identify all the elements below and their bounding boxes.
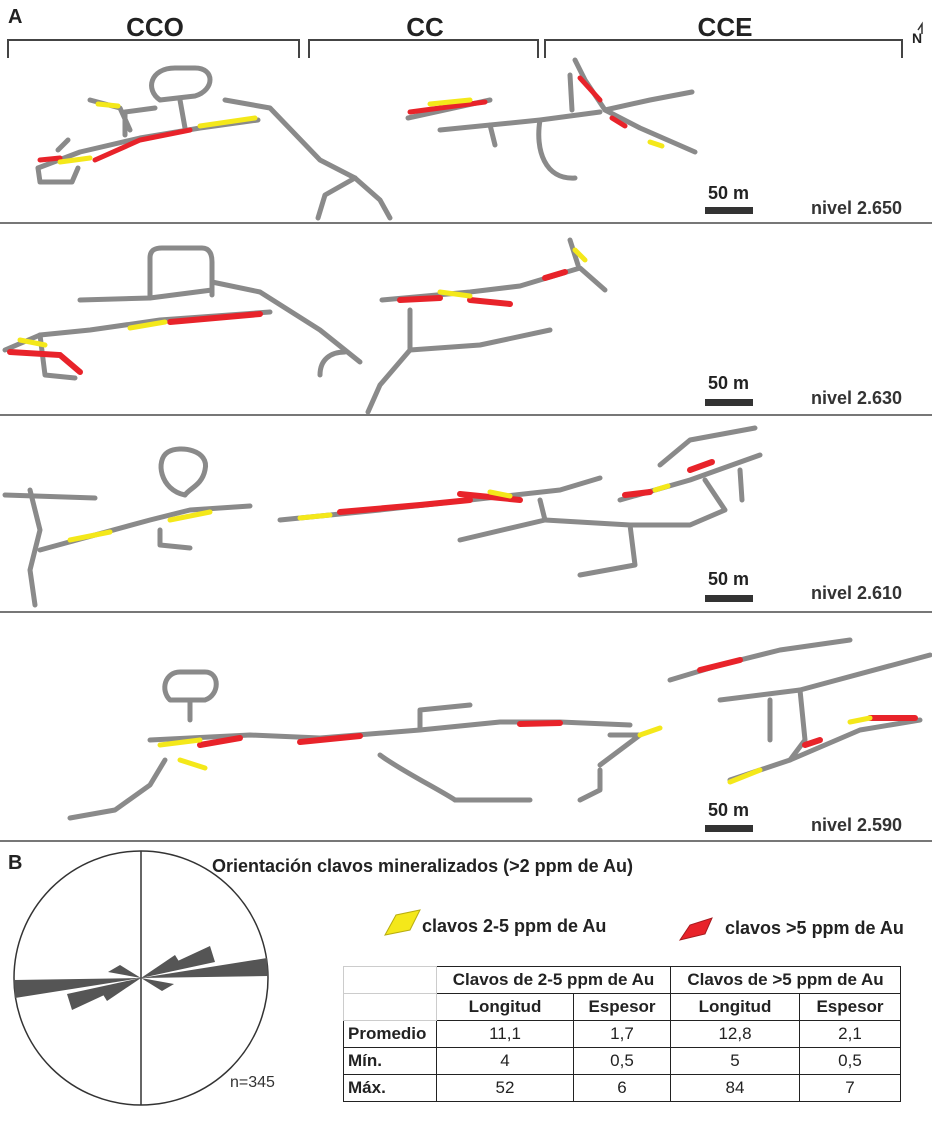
table-cell: 2,1 [799, 1020, 901, 1048]
table-empty-cell [343, 966, 437, 994]
table-cell: 52 [436, 1074, 574, 1102]
legend-red-swatch-icon [678, 917, 713, 941]
sector-label-cce: CCE [697, 12, 753, 42]
level-label-2590: nivel 2.590 [811, 815, 903, 835]
north-arrow-icon [917, 21, 923, 34]
table-cell: 4 [436, 1047, 574, 1075]
clavos-yellow-level-2650 [57, 97, 665, 165]
level-divider [0, 222, 932, 224]
scale-bar-2610 [705, 595, 753, 602]
table-cell: 12,8 [670, 1020, 800, 1048]
scale-bar-2630 [705, 399, 753, 406]
north-arrow-label: N [912, 30, 923, 46]
table-sub-header: Longitud [670, 993, 800, 1021]
clavos-red-level-2630 [7, 269, 568, 375]
table-cell: 7 [799, 1074, 901, 1102]
table-cell: 0,5 [799, 1047, 901, 1075]
clavos-red-level-2590 [197, 657, 918, 748]
scale-label-2650: 50 m [708, 183, 750, 203]
tunnels-level-2630 [2, 237, 608, 415]
table-sub-header: Espesor [573, 993, 671, 1021]
table-cell: 1,7 [573, 1020, 671, 1048]
level-label-2650: nivel 2.650 [811, 198, 903, 218]
legend-red-label: clavos >5 ppm de Au [725, 918, 904, 938]
rose-title: Orientación clavos mineralizados (>2 ppm… [212, 856, 633, 876]
table-cell: 11,1 [436, 1020, 574, 1048]
scale-bar-2650 [705, 207, 753, 214]
panel-divider [0, 840, 932, 842]
legend-yellow-swatch-icon [384, 909, 421, 936]
clavos-yellow-level-2590 [157, 715, 873, 785]
table-cell: 5 [670, 1047, 800, 1075]
table-cell: 0,5 [573, 1047, 671, 1075]
table-group-header: Clavos de 2-5 ppm de Au [436, 966, 671, 994]
table-sub-header: Espesor [799, 993, 901, 1021]
scale-label-2610: 50 m [708, 569, 750, 589]
tunnels-level-2610 [2, 425, 763, 608]
clavos-red-level-2610 [337, 459, 715, 515]
sector-label-cc: CC [406, 12, 444, 42]
clavos-red-level-2650 [37, 75, 628, 163]
table-empty-cell [343, 993, 437, 1021]
sector-brackets [7, 39, 903, 58]
level-label-2610: nivel 2.610 [811, 583, 903, 603]
scale-label-2630: 50 m [708, 373, 750, 393]
rose-diagram [13, 850, 269, 1106]
rose-petals [14, 946, 268, 1010]
table-row-label: Mín. [343, 1047, 437, 1075]
level-label-2630: nivel 2.630 [811, 388, 903, 408]
sector-label-cco: CCO [126, 12, 184, 42]
table-row-label: Promedio [343, 1020, 437, 1048]
table-cell: 84 [670, 1074, 800, 1102]
panel-a-letter: A [8, 6, 23, 28]
table-cell: 6 [573, 1074, 671, 1102]
table-group-header-row: Clavos de 2-5 ppm de Au Clavos de >5 ppm… [343, 966, 901, 994]
panel-b-letter: B [8, 852, 23, 874]
table-row: Promedio 11,1 1,7 12,8 2,1 [343, 1020, 901, 1048]
level-divider [0, 414, 932, 416]
level-divider [0, 611, 932, 613]
scale-label-2590: 50 m [708, 800, 750, 820]
scale-bar-2590 [705, 825, 753, 832]
table-row: Mín. 4 0,5 5 0,5 [343, 1047, 901, 1075]
sample-count-label: n=345 [230, 1074, 275, 1091]
table-group-header: Clavos de >5 ppm de Au [670, 966, 901, 994]
clavos-yellow-level-2630 [17, 247, 588, 348]
clavos-yellow-level-2610 [67, 483, 671, 543]
legend-yellow-label: clavos 2-5 ppm de Au [422, 916, 607, 936]
table-sub-header: Longitud [436, 993, 574, 1021]
table-row: Máx. 52 6 84 7 [343, 1074, 901, 1102]
table-sub-header-row: Longitud Espesor Longitud Espesor [343, 993, 901, 1021]
clavos-stats-table: Clavos de 2-5 ppm de Au Clavos de >5 ppm… [343, 966, 901, 1102]
table-row-label: Máx. [343, 1074, 437, 1102]
tunnels-level-2590 [67, 637, 932, 821]
